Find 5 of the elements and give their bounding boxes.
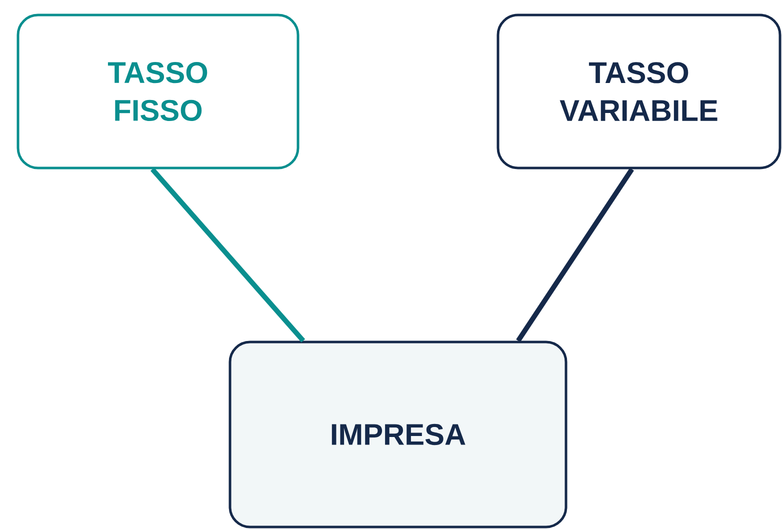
text-box: TASSO FISSO bbox=[16, 14, 300, 170]
text-box: IMPRESA bbox=[228, 340, 568, 528]
connector-line bbox=[516, 168, 634, 342]
connector-line bbox=[150, 168, 306, 342]
text-box: TASSO VARIABILE bbox=[496, 14, 782, 170]
